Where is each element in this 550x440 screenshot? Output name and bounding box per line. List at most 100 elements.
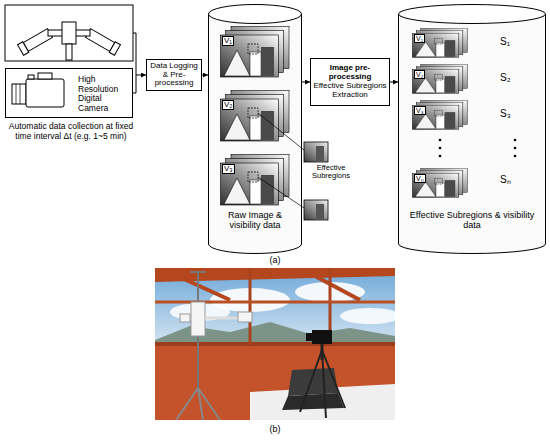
cylinder-outline-part (209, 5, 302, 24)
ellipsis-dots-part (514, 147, 517, 150)
image-stack-part (436, 115, 445, 129)
image-stack-part (224, 114, 250, 140)
image-frame: Vₙ (412, 168, 468, 198)
image-frame: V₃ (412, 100, 468, 130)
site-photo-part (300, 268, 360, 300)
ellipsis-dots-part (514, 155, 517, 158)
image-stack-part (248, 44, 258, 54)
image-stack-part (436, 43, 445, 57)
image-stack (412, 168, 468, 198)
database-cylinder: Effective Subregions & visibility data V₁… (398, 4, 546, 254)
site-photo-part (306, 333, 313, 341)
visibility-sensor-drawing-part (85, 28, 120, 55)
image-stack-part (250, 116, 261, 140)
ellipsis-dots-part (439, 139, 442, 142)
cylinder-outline-part (209, 14, 302, 254)
node-text: V₂ (222, 100, 234, 110)
site-photo-part (329, 268, 332, 345)
site-photo-part (170, 303, 230, 321)
image-stack-part (261, 47, 274, 76)
image-stack-part (415, 78, 436, 93)
database-cylinder: Raw Image & visibility dataV₁V₂V₃ (208, 4, 302, 254)
process-box: Data Logging & Pre-processing (146, 59, 202, 91)
image-stack (412, 64, 468, 94)
site-photo-part (155, 344, 395, 420)
image-stack-part (224, 178, 250, 204)
node-text: High Resolution Digital Camera (78, 75, 134, 113)
site-photo-part (210, 288, 290, 312)
site-photo-part (340, 308, 395, 324)
image-stack-part (250, 180, 261, 204)
subregion-thumbnail-part (304, 200, 328, 220)
site-photo (155, 268, 395, 420)
subregion-id: S₁ (500, 36, 530, 47)
site-photo-part (250, 384, 395, 420)
site-photo-part (300, 350, 322, 412)
camera-drawing-part (20, 84, 21, 104)
image-stack-part (434, 110, 442, 116)
site-photo-part (155, 268, 395, 358)
site-photo-part (288, 368, 338, 396)
image-stack-part (261, 175, 274, 204)
site-photo-part (155, 342, 395, 346)
image-frame: V₁ (412, 28, 468, 58)
image-stack-part (445, 40, 455, 57)
image-stack (412, 28, 468, 58)
subregion-leader (258, 113, 304, 208)
subregion-leader-part (258, 113, 304, 150)
camera-drawing-part (28, 75, 34, 79)
image-stack-part (248, 108, 258, 118)
site-photo-part (190, 271, 206, 273)
camera-drawing (12, 73, 64, 107)
image-stack-part (415, 114, 436, 129)
site-photo-part (198, 388, 220, 420)
site-photo-part (155, 268, 395, 282)
subregion-leader-part (258, 177, 304, 208)
site-photo-part (322, 350, 345, 408)
site-photo-part (198, 388, 203, 420)
image-frame: V₂ (220, 90, 290, 142)
site-photo-part (191, 302, 205, 336)
visibility-sensor-drawing-part (62, 22, 76, 44)
image-stack (220, 154, 290, 206)
site-photo-part (197, 272, 199, 392)
site-photo-part (160, 268, 230, 300)
image-stack (220, 90, 290, 142)
image-stack-part (434, 38, 442, 44)
node-text: V₁ (222, 36, 234, 46)
node-text: Image pre-processing (313, 64, 387, 82)
flow-arrow (133, 75, 146, 93)
camera-drawing-part (16, 84, 17, 104)
image-stack-part (445, 180, 455, 197)
site-photo-part (282, 393, 344, 410)
image-frame: V₂ (412, 64, 468, 94)
image-stack-part (221, 35, 279, 77)
visibility-sensor-drawing-part (66, 44, 72, 60)
image-stack-part (412, 33, 458, 57)
image-stack-part (412, 105, 458, 129)
site-photo-part (238, 312, 252, 322)
image-stack-part (412, 69, 458, 93)
image-stack-part (434, 178, 442, 184)
process-box: Image pre-processingEffective Subregions… (310, 58, 390, 106)
visibility-sensor-drawing-part-part (86, 29, 115, 52)
flow-arrow (202, 75, 208, 76)
visibility-sensor-drawing-part-part (23, 29, 52, 52)
ellipsis-dots (439, 139, 517, 158)
camera-drawing-part (12, 84, 26, 104)
site-photo-part (176, 388, 198, 420)
subregion-label: Effective Subregions (300, 164, 362, 181)
visibility-sensor-drawing-part-part (109, 42, 120, 55)
image-stack-part (224, 50, 250, 76)
image-stack-part (436, 79, 445, 93)
flow-arrow (390, 82, 398, 83)
visibility-sensor-drawing-part (133, 33, 136, 75)
visibility-sensor-drawing-part (48, 30, 90, 36)
node-text: Effective Subregions Extraction (313, 82, 387, 100)
image-stack-part (434, 74, 442, 80)
ellipsis-dots-part (514, 139, 517, 142)
flow-arrow (302, 82, 310, 83)
node-text: Effective Subregions & visibility data (406, 210, 538, 230)
subregion-id: S₃ (500, 108, 530, 119)
